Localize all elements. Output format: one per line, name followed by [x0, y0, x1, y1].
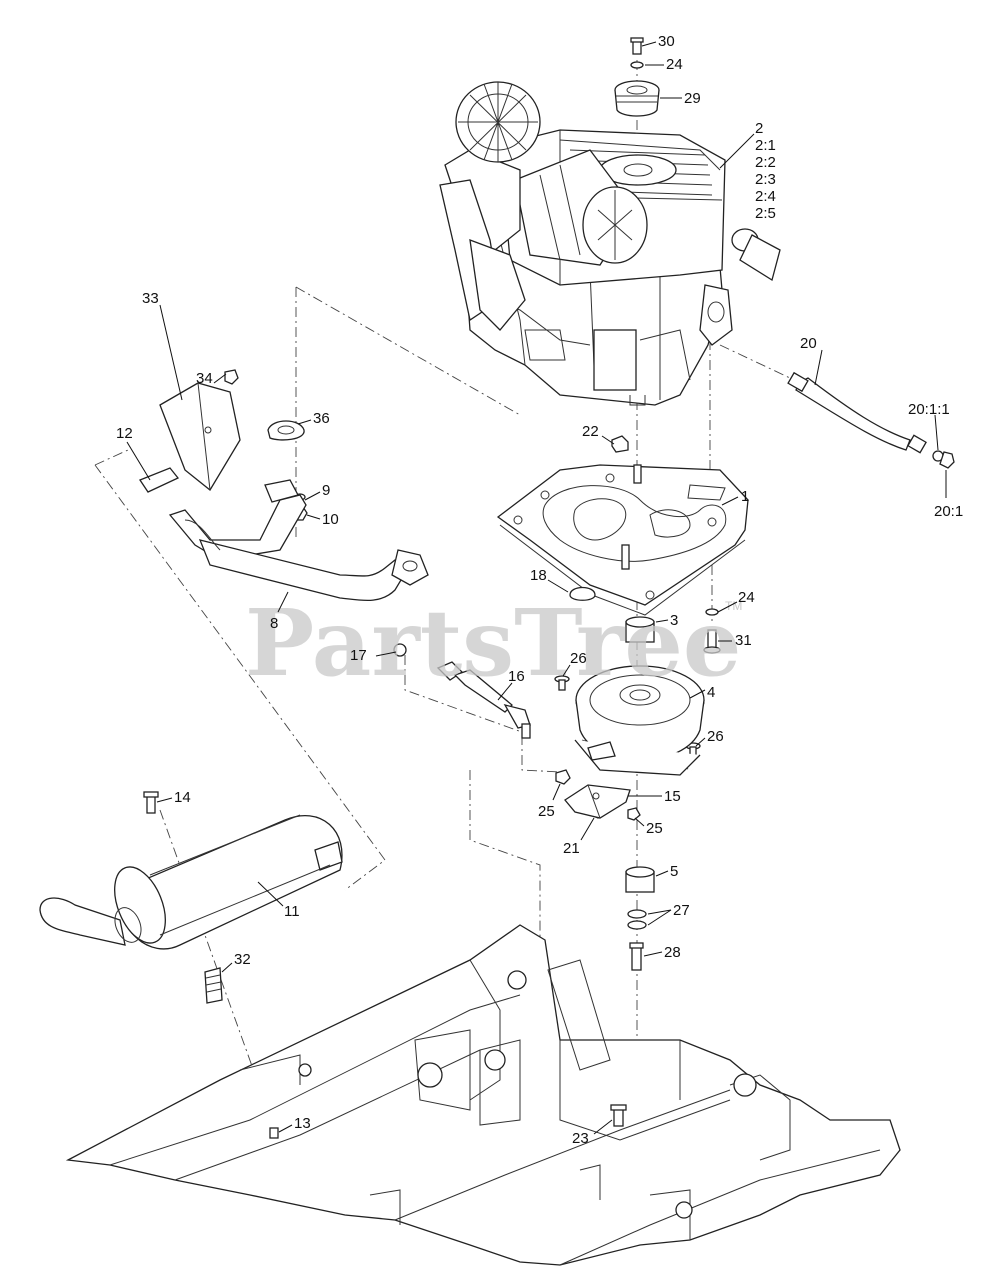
callout-23: 23 [572, 1130, 589, 1147]
callout-9: 9 [322, 482, 330, 499]
watermark-text: PartsTree [245, 589, 741, 697]
callout-2-4: 2:4 [755, 188, 776, 205]
engine-mount-plate [496, 464, 749, 616]
callout-27: 27 [673, 902, 690, 919]
callout-26b: 26 [707, 728, 724, 745]
callout-22: 22 [582, 423, 599, 440]
callout-20-1-1: 20:1:1 [908, 401, 950, 418]
callout-18: 18 [530, 567, 547, 584]
clutch-cable [436, 661, 531, 739]
callout-14: 14 [174, 789, 191, 806]
callout-34: 34 [196, 370, 213, 387]
callout-28: 28 [664, 944, 681, 961]
fuel-line [787, 371, 955, 469]
callout-21: 21 [563, 840, 580, 857]
callout-2-3: 2:3 [755, 171, 776, 188]
callout-11: 11 [284, 903, 300, 920]
clutch-assembly [574, 616, 705, 893]
watermark: PartsTree TM [245, 589, 742, 697]
callout-15: 15 [664, 788, 681, 805]
pulley-cap-stack [614, 37, 660, 117]
callout-8: 8 [270, 615, 278, 632]
callout-labels: 30 24 29 2 2:1 2:2 2:3 2:4 2:5 20 20:1:1… [116, 33, 963, 1147]
callout-1: 1 [741, 488, 749, 505]
callout-4: 4 [707, 684, 715, 701]
muffler [39, 814, 343, 950]
exhaust-parts [139, 382, 429, 602]
intake-turbine [455, 81, 541, 163]
callout-32: 32 [234, 951, 251, 968]
callout-17: 17 [350, 647, 367, 664]
callout-31: 31 [735, 632, 752, 649]
callout-12: 12 [116, 425, 133, 442]
callout-2-5: 2:5 [755, 205, 776, 222]
callout-25b: 25 [646, 820, 663, 837]
callout-24: 24 [666, 56, 683, 73]
callout-20: 20 [800, 335, 817, 352]
mower-frame [65, 924, 901, 1266]
callout-5: 5 [670, 863, 678, 880]
callout-10: 10 [322, 511, 339, 528]
callout-25a: 25 [538, 803, 555, 820]
callout-13: 13 [294, 1115, 311, 1132]
callout-2-1: 2:1 [755, 137, 776, 154]
clutch-bracket [564, 784, 631, 819]
callout-2-2: 2:2 [755, 154, 776, 171]
callout-26a: 26 [570, 650, 587, 667]
callout-36: 36 [313, 410, 330, 427]
callout-29: 29 [684, 90, 701, 107]
callout-3: 3 [670, 612, 678, 629]
engine-assembly [439, 81, 781, 406]
callout-2: 2 [755, 120, 763, 137]
callout-33: 33 [142, 290, 159, 307]
callout-16: 16 [508, 668, 525, 685]
callout-24b: 24 [738, 589, 755, 606]
flywheel-screen [564, 149, 713, 196]
leader-lines [126, 41, 947, 1135]
callout-20-1: 20:1 [934, 503, 963, 520]
air-cleaner [514, 149, 648, 266]
watermark-tm: TM [725, 599, 742, 613]
callout-30: 30 [658, 33, 675, 50]
